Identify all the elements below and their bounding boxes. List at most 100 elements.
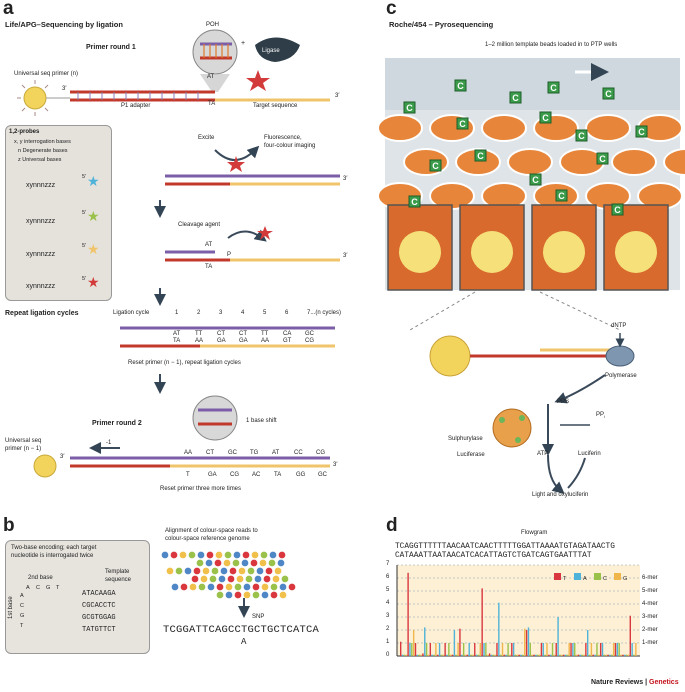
read-bead: [241, 559, 249, 567]
flowgram-bar-C: [618, 643, 620, 656]
flowgram-bar-T: [540, 643, 543, 656]
probe-star-blue-icon: ★: [87, 173, 100, 189]
three-prime-4: 3′: [343, 253, 348, 259]
flowgram-bar-A: [490, 654, 493, 656]
three-prime-3: 3′: [343, 176, 348, 182]
flowgram-bar-G: [612, 643, 615, 656]
cycle-top-item: AT: [173, 331, 181, 337]
dntp-label: dNTP: [611, 323, 627, 329]
b-top-bases-item: A: [26, 585, 30, 591]
read-bead: [288, 583, 296, 591]
r2-bottom-item: GA: [208, 472, 217, 478]
flowgram-bar-C: [551, 643, 554, 656]
ptp-well: [507, 148, 553, 176]
cycle-bottom-item: GA: [217, 338, 226, 344]
mer-label: 6-mer: [642, 575, 658, 581]
cleavage-agent-label: Cleavage agent: [178, 222, 221, 228]
panel-c-label: c: [386, 0, 397, 19]
nucleotide-c-letter: C: [532, 175, 539, 185]
read-bead: [227, 575, 235, 583]
read-bead: [211, 567, 219, 575]
cycle-top-item: CT: [239, 331, 247, 337]
read-bead: [216, 583, 224, 591]
r2-bottom-item: T: [186, 472, 190, 478]
flowgram-bar-G: [509, 654, 511, 656]
flowgram-bar-T: [562, 654, 565, 656]
read-bead: [223, 559, 231, 567]
flowgram-bar-T: [474, 643, 476, 656]
flowgram-bar-C: [440, 654, 443, 656]
flowgram-bar-T: [622, 654, 624, 656]
dna-strand-4: [120, 326, 335, 348]
three-prime-6: 3′: [333, 462, 338, 468]
flowgram-bar-T: [407, 572, 409, 656]
flowgram-bar-T: [599, 643, 602, 656]
read-bead: [254, 575, 262, 583]
read-bead: [243, 591, 251, 599]
flowgram-bar-T: [629, 615, 631, 656]
read-bead: [171, 583, 179, 591]
panel-c-title: Roche/454 – Pyrosequencing: [389, 20, 494, 29]
cycle-top-item: CA: [283, 331, 292, 337]
ta-label-2: TA: [205, 264, 213, 270]
flowgram-bar-G: [479, 643, 482, 656]
snp-base: A: [241, 637, 247, 647]
flowgram-bar-G: [598, 654, 600, 656]
journal-section: Genetics: [649, 679, 679, 686]
read-bead: [278, 551, 286, 559]
probes-box: 1,2-probes x, y interrogation bases n De…: [5, 125, 112, 301]
flowgram-bar-T: [429, 643, 432, 656]
grid-left-base: T: [20, 623, 24, 629]
flowgram-bar-C: [455, 654, 457, 656]
magnifier-round1: [192, 29, 238, 92]
read-bead: [238, 567, 246, 575]
flowgram-bar-G: [449, 654, 452, 656]
nucleotide-c-icon: [429, 159, 442, 172]
flowgram-ytick: 1: [386, 639, 390, 645]
legend-swatch: [554, 573, 561, 580]
nucleotide-c-letter: C: [605, 89, 612, 99]
universal-primer-2a: Universal seq: [5, 438, 42, 444]
flowgram-bar-G: [442, 654, 444, 656]
nucleotide-c-icon: [474, 149, 487, 162]
three-prime-1: 3′: [62, 86, 67, 92]
luciferase-label: Luciferase: [457, 452, 485, 458]
nucleotide-c-icon: [509, 91, 522, 104]
ta-label-1: TA: [208, 101, 216, 107]
mer-label: 4-mer: [642, 601, 658, 607]
read-bead: [188, 551, 196, 559]
read-bead: [243, 583, 251, 591]
mer-label: 3-mer: [642, 614, 658, 620]
cycle-nums-item: 3: [219, 310, 223, 316]
p1-adapter-label: P1 adapter: [121, 103, 151, 109]
read-bead: [234, 583, 242, 591]
read-bead: [256, 567, 264, 575]
flowgram-bar-T: [503, 654, 506, 656]
enc-text1: Two-base encoding; each target: [11, 545, 97, 551]
minus-one-label: -1: [106, 440, 112, 446]
one-base-shift-label: 1 base shift: [246, 418, 277, 424]
legend-label: G: [623, 576, 628, 582]
ptp-well: [377, 114, 423, 142]
dna-strand-3: [165, 226, 340, 262]
read-bead: [270, 591, 278, 599]
flowgram-bar-G: [412, 630, 415, 656]
flowgram-bar-G: [494, 654, 496, 656]
flowgram-bar-T: [570, 643, 572, 656]
pps-label: PPS: [557, 399, 570, 405]
cycle-nums-item: 6: [285, 310, 289, 316]
flowgram-bar-C: [581, 654, 583, 656]
probes-line2: n Degenerate bases: [18, 148, 68, 154]
flowgram-bar-C: [470, 654, 472, 656]
p-label: P: [227, 252, 232, 258]
flowgram-bar-C: [499, 654, 502, 656]
flowgram-bar-G: [457, 643, 459, 656]
excite-label: Excite: [198, 135, 215, 141]
flowgram-bar-C: [485, 643, 487, 656]
flowgram-bar-C: [596, 643, 598, 656]
r2-top-item: AT: [272, 450, 280, 456]
flowgram-bar-C: [566, 654, 569, 656]
cycle-top-item: CT: [217, 331, 225, 337]
flowgram-bar-C: [514, 654, 517, 656]
probe-5prime-2: 5′: [82, 210, 87, 216]
